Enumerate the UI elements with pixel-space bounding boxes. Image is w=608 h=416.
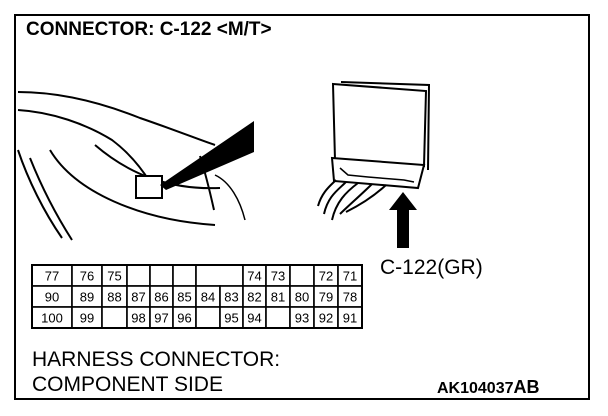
connector-pin-slot: 76	[71, 264, 103, 287]
connector-pin-slot: 97	[149, 306, 174, 329]
connector-pin-slot	[101, 306, 128, 329]
connector-pin-number: 92	[319, 311, 333, 326]
connector-pin-slot	[149, 264, 174, 287]
connector-pin-slot	[195, 306, 221, 329]
connector-pin-number: 79	[319, 290, 333, 305]
connector-pin-number: 100	[41, 311, 63, 326]
figure-code: AK104037AB	[437, 378, 540, 397]
diagram-frame	[14, 14, 590, 400]
connector-pin-number: 93	[295, 311, 309, 326]
connector-pin-number: 97	[154, 311, 168, 326]
connector-pin-number: 74	[247, 269, 261, 284]
connector-pin-slot: 80	[289, 285, 315, 308]
connector-pin-slot: 94	[242, 306, 267, 329]
connector-pin-slot: 83	[219, 285, 244, 308]
connector-pin-number: 75	[107, 269, 121, 284]
connector-pin-number: 82	[247, 290, 261, 305]
connector-pin-slot: 96	[172, 306, 197, 329]
connector-pin-slot: 81	[265, 285, 291, 308]
connector-pin-slot	[195, 264, 244, 287]
connector-pin-number: 96	[177, 311, 191, 326]
connector-pin-grid: 77 76 75 74 73 72 71 90 89 88 87 86 85 84 83 82 81 80 79 78…	[31, 264, 363, 329]
figure-code-suffix: AB	[513, 377, 540, 397]
connector-pin-number: 81	[271, 290, 285, 305]
connector-callout-label: C-122(GR)	[380, 256, 483, 279]
connector-pin-number: 86	[154, 290, 168, 305]
connector-pin-number: 89	[80, 290, 94, 305]
connector-pin-slot: 100	[31, 306, 73, 329]
connector-pin-slot	[172, 264, 197, 287]
connector-pin-slot: 89	[71, 285, 103, 308]
connector-pin-number: 84	[201, 290, 215, 305]
callout-wedge	[160, 121, 254, 190]
connector-pin-number: 83	[224, 290, 238, 305]
ecu-module-icon	[317, 81, 431, 221]
connector-pin-slot: 77	[31, 264, 73, 287]
connector-pin-number: 94	[247, 311, 261, 326]
connector-pin-number: 85	[177, 290, 191, 305]
connector-pin-slot: 72	[313, 264, 339, 287]
connector-pin-number: 90	[45, 290, 59, 305]
diagram-title: CONNECTOR: C-122 <M/T>	[26, 19, 272, 40]
connector-pin-slot: 92	[313, 306, 339, 329]
connector-pin-number: 78	[343, 290, 357, 305]
dash-connector-icon	[135, 175, 163, 199]
component-side-label: COMPONENT SIDE	[32, 373, 223, 396]
connector-pin-number: 88	[107, 290, 121, 305]
connector-pin-slot: 73	[265, 264, 291, 287]
connector-pin-number: 71	[343, 269, 357, 284]
connector-pin-slot: 74	[242, 264, 267, 287]
pointer-arrow	[389, 192, 417, 248]
connector-pin-slot: 87	[126, 285, 151, 308]
connector-pin-slot: 88	[101, 285, 128, 308]
connector-pin-slot: 71	[337, 264, 363, 287]
harness-connector-label: HARNESS CONNECTOR:	[32, 348, 281, 371]
connector-pin-slot: 91	[337, 306, 363, 329]
connector-pin-slot: 98	[126, 306, 151, 329]
connector-pin-number: 91	[343, 311, 357, 326]
connector-pin-slot: 99	[71, 306, 103, 329]
connector-pin-slot	[126, 264, 151, 287]
connector-pin-number: 73	[271, 269, 285, 284]
connector-pin-number: 72	[319, 269, 333, 284]
connector-pin-number: 87	[131, 290, 145, 305]
connector-pin-slot: 82	[242, 285, 267, 308]
connector-pin-slot: 78	[337, 285, 363, 308]
connector-pin-number: 80	[295, 290, 309, 305]
connector-pin-slot	[289, 264, 315, 287]
connector-pin-slot	[265, 306, 291, 329]
connector-pin-slot: 85	[172, 285, 197, 308]
connector-pin-slot: 95	[219, 306, 244, 329]
connector-pin-number: 95	[224, 311, 238, 326]
connector-pin-slot: 79	[313, 285, 339, 308]
connector-pin-slot: 93	[289, 306, 315, 329]
connector-pin-slot: 90	[31, 285, 73, 308]
connector-pin-slot: 86	[149, 285, 174, 308]
connector-pin-number: 77	[45, 269, 59, 284]
figure-code-main: AK104037	[437, 380, 514, 397]
connector-pin-number: 99	[80, 311, 94, 326]
connector-outline	[31, 264, 363, 329]
connector-pin-number: 76	[80, 269, 94, 284]
connector-pin-slot: 75	[101, 264, 128, 287]
connector-pin-slot: 84	[195, 285, 221, 308]
connector-pin-number: 98	[131, 311, 145, 326]
